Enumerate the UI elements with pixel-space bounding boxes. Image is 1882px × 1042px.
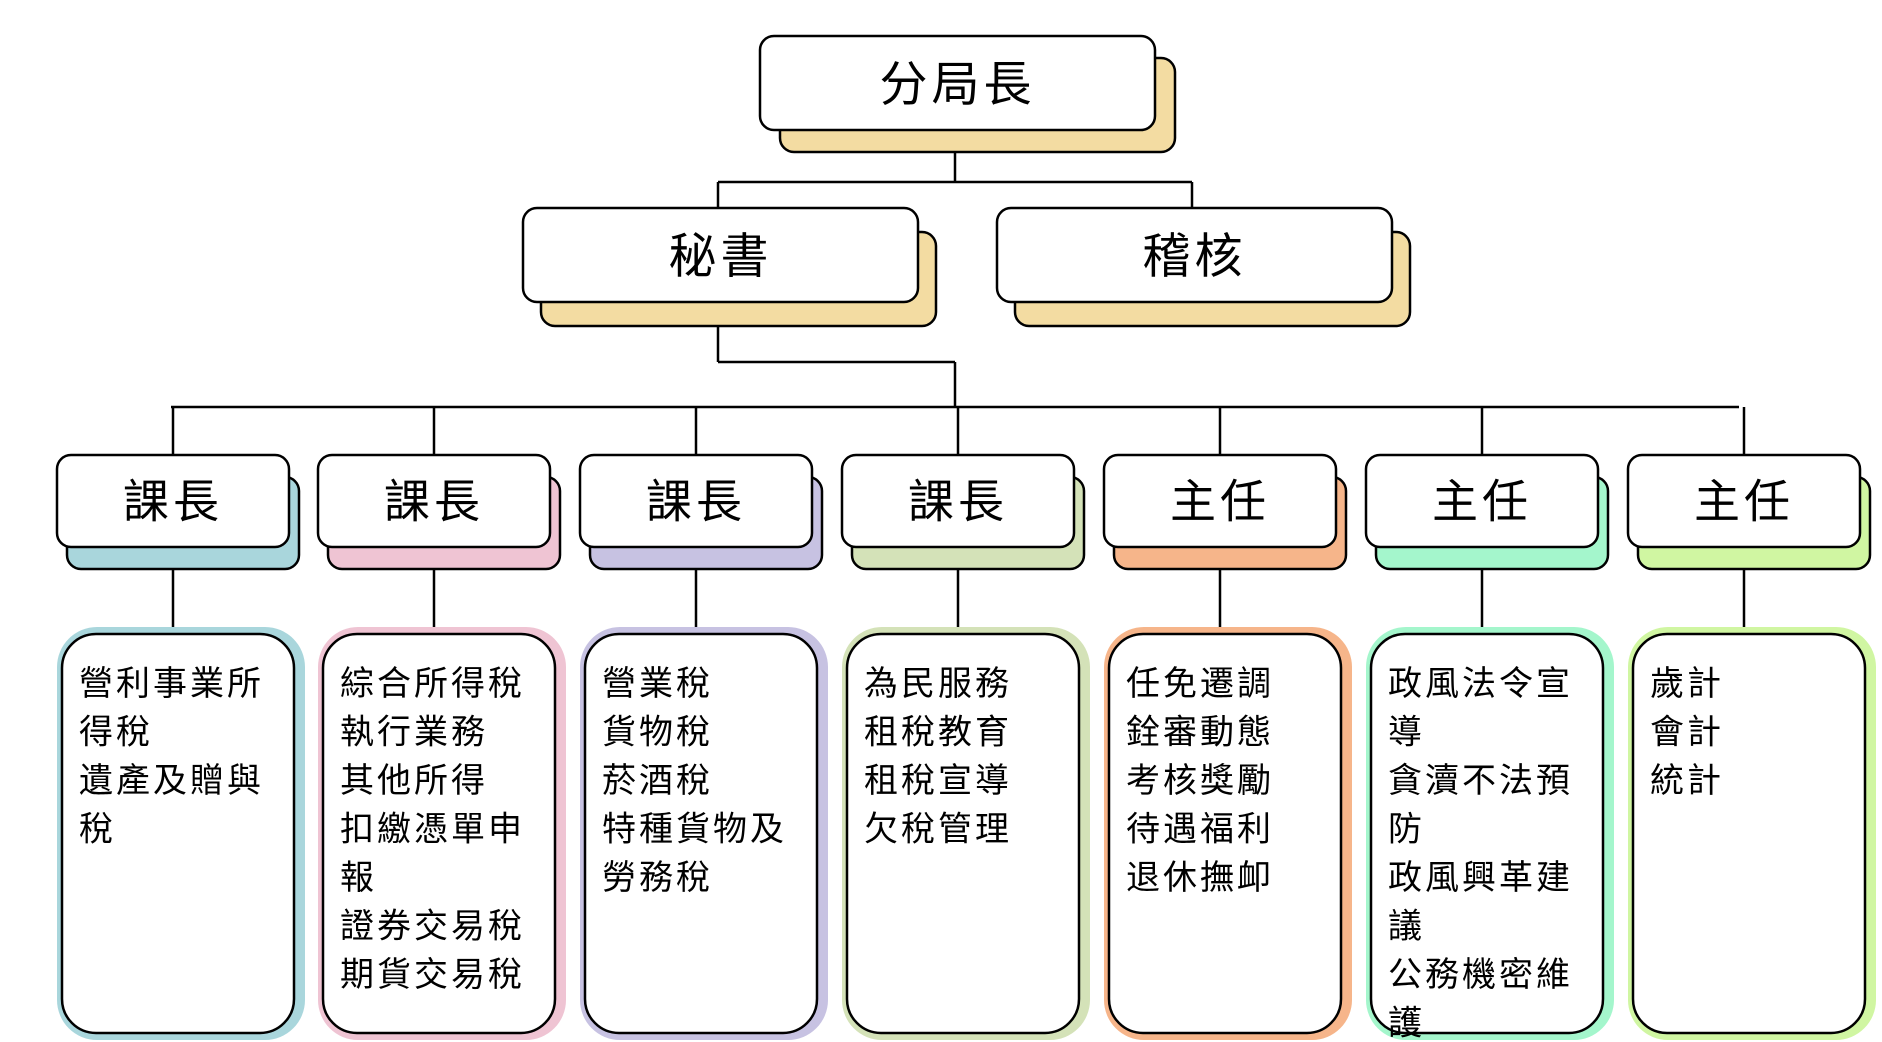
unit-1-box <box>55 453 291 549</box>
unit-7-duty-1: 會計 <box>1650 713 1724 753</box>
unit-2-duty-0: 綜合所得稅 <box>340 664 525 704</box>
director-box <box>758 34 1157 132</box>
node-audit: 稽核 <box>995 206 1412 328</box>
unit-4-duty-2: 租稅宣導 <box>864 761 1012 801</box>
audit-label: 稽核 <box>1142 228 1246 284</box>
unit-3-duty-4: 勞務稅 <box>602 858 713 898</box>
unit-3-duties-box <box>583 632 819 1035</box>
unit-6-duty-6: 公務機密維 <box>1388 955 1573 995</box>
unit-5-duty-1: 銓審動態 <box>1126 713 1274 753</box>
unit-3-duty-1: 貨物稅 <box>602 713 713 753</box>
unit-6-duty-4: 政風興革建 <box>1388 858 1573 898</box>
unit-7-duties-box <box>1631 632 1867 1035</box>
unit-2-duty-1: 執行業務 <box>340 713 488 753</box>
unit-1-duty-0: 營利事業所 <box>79 664 264 704</box>
unit-1-duty-3: 稅 <box>79 810 116 850</box>
unit-5-duty-2: 考核獎勵 <box>1126 761 1274 801</box>
unit-2-duty-2: 其他所得 <box>340 761 488 801</box>
unit-3-duty-0: 營業稅 <box>602 664 713 704</box>
unit-7-duty-0: 歲計 <box>1650 664 1724 704</box>
unit-5-duty-3: 待遇福利 <box>1126 810 1274 850</box>
unit-2-duty-5: 證券交易稅 <box>340 907 525 947</box>
node-secretary: 秘書 <box>521 206 938 328</box>
secretary-label: 秘書 <box>668 228 772 284</box>
node-director: 分局長 <box>758 34 1177 154</box>
unit-6-duty-0: 政風法令宣 <box>1388 664 1573 704</box>
unit-2-duty-4: 報 <box>340 858 377 898</box>
unit-5-label: 主任 <box>1170 475 1270 529</box>
unit-3-label: 課長 <box>646 475 746 529</box>
unit-6-duty-1: 導 <box>1388 713 1425 753</box>
unit-6-duties-box <box>1369 632 1605 1035</box>
unit-6-duty-2: 貪瀆不法預 <box>1388 761 1573 801</box>
unit-3-duty-3: 特種貨物及 <box>602 810 787 850</box>
unit-5-duties-box <box>1107 632 1343 1035</box>
unit-4-duties-box <box>845 632 1081 1035</box>
unit-7-label: 主任 <box>1694 475 1794 529</box>
unit-6-box <box>1364 453 1600 549</box>
unit-7-box <box>1626 453 1862 549</box>
director-label: 分局長 <box>879 56 1035 112</box>
unit-1-duties-box <box>60 632 296 1035</box>
audit-box <box>995 206 1394 304</box>
unit-5-duty-0: 任免遷調 <box>1126 664 1274 704</box>
unit-5-box <box>1102 453 1338 549</box>
secretary-box <box>521 206 920 304</box>
unit-6-label: 主任 <box>1432 475 1532 529</box>
unit-2-box <box>316 453 552 549</box>
unit-4-box <box>840 453 1076 549</box>
unit-6-duty-7: 護 <box>1388 1004 1425 1042</box>
unit-4-duty-3: 欠稅管理 <box>864 810 1012 850</box>
unit-4-duty-0: 為民服務 <box>864 664 1012 704</box>
unit-1-duty-1: 得稅 <box>79 713 153 753</box>
unit-2-label: 課長 <box>384 475 484 529</box>
unit-4-label: 課長 <box>908 475 1008 529</box>
unit-1-label: 課長 <box>123 475 223 529</box>
unit-6-duty-5: 議 <box>1388 907 1425 947</box>
unit-6-duty-3: 防 <box>1388 810 1425 850</box>
org-nodes: 分局長秘書稽核課長營利事業所得稅遺產及贈與稅課長綜合所得稅執行業務其他所得扣繳憑… <box>55 34 1876 1042</box>
unit-1-duty-2: 遺產及贈與 <box>79 761 264 801</box>
unit-3-box <box>578 453 814 549</box>
unit-2-duty-6: 期貨交易稅 <box>340 955 525 995</box>
unit-7-duty-2: 統計 <box>1650 761 1724 801</box>
unit-3-duty-2: 菸酒稅 <box>602 761 713 801</box>
unit-5-duty-4: 退休撫卹 <box>1126 858 1274 898</box>
unit-2-duties-box <box>321 632 557 1035</box>
unit-4-duty-1: 租稅教育 <box>864 713 1012 753</box>
unit-2-duty-3: 扣繳憑單申 <box>340 810 525 850</box>
